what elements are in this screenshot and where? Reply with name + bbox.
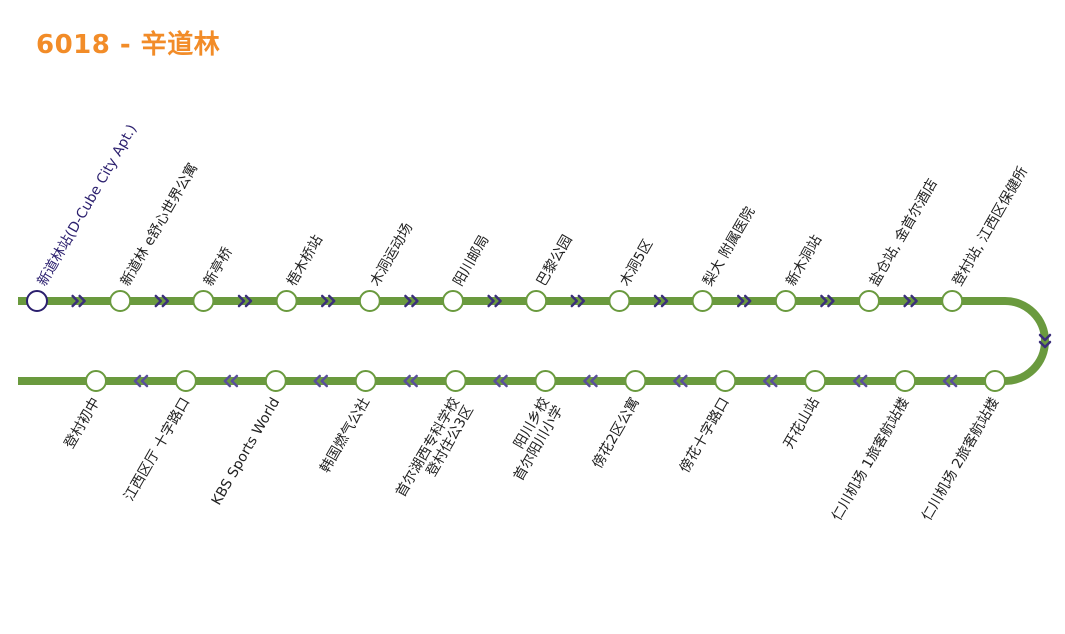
stop-label-outbound: 新亭桥 (200, 244, 236, 289)
direction-arrow-icon (852, 374, 868, 388)
direction-arrow-icon (903, 294, 918, 308)
stop-outbound[interactable] (275, 290, 298, 312)
stop-outbound[interactable] (525, 290, 548, 312)
route-line (18, 297, 1049, 385)
stop-return[interactable] (85, 370, 107, 392)
direction-arrow-icon (736, 294, 752, 308)
stop-outbound[interactable] (858, 290, 880, 312)
direction-arrow-icon (763, 374, 778, 388)
stop-outbound[interactable] (358, 290, 381, 312)
stop-return[interactable] (984, 370, 1006, 392)
stop-return[interactable] (354, 370, 377, 392)
start-stop[interactable] (26, 290, 48, 312)
stop-label-outbound: 木洞运动场 (367, 220, 416, 289)
stop-label-outbound: 登村站, 江西区保健所 (950, 164, 1031, 289)
stop-label-return: 傍花2区公寓 (589, 395, 643, 472)
direction-arrow-icon (154, 294, 170, 308)
stop-outbound[interactable] (774, 290, 797, 312)
direction-arrow-icon (313, 374, 328, 388)
stop-return[interactable] (624, 370, 647, 392)
stop-label-outbound: 巴黎公园 (534, 233, 576, 289)
stop-outbound[interactable] (442, 290, 464, 312)
stop-label-outbound: 新道林 e舒心世界公寓 (117, 160, 201, 289)
stop-return[interactable] (714, 370, 737, 392)
stop-label-return: 开花山站 (781, 395, 823, 451)
stop-label-return: KBS Sports World (209, 395, 284, 508)
direction-arrow-icon (1038, 333, 1052, 349)
stop-outbound[interactable] (691, 290, 714, 312)
stop-return[interactable] (804, 370, 827, 392)
stop-outbound[interactable] (608, 290, 631, 312)
stop-label-return: 登村初中 (61, 395, 104, 452)
direction-arrows (71, 294, 1052, 388)
stop-label-line: 傍花十字路口 (676, 395, 733, 476)
direction-arrow-icon (403, 374, 418, 388)
stop-return[interactable] (264, 370, 287, 392)
stop-label-line: KBS Sports World (209, 395, 284, 508)
stop-label-line: 仁川机场 2旅客航站楼 (918, 395, 1002, 524)
stop-return[interactable] (174, 370, 197, 392)
stop-label-line: 江西区厅 十字路口 (121, 395, 193, 504)
stop-label-line: 仁川机场 1旅客航站楼 (828, 395, 912, 524)
stop-label-return: 韩国燃气公社 (316, 395, 373, 476)
direction-arrow-icon (71, 294, 86, 308)
stop-label-return: 仁川机场 1旅客航站楼 (828, 395, 912, 524)
stop-label-outbound: 梧木桥站 (284, 233, 326, 289)
stop-label-return: 江西区厅 十字路口 (121, 395, 193, 504)
direction-arrow-icon (133, 374, 149, 388)
direction-arrow-icon (570, 294, 586, 308)
stop-return[interactable] (894, 370, 917, 392)
stop-label-outbound: 梨大 附属医院 (700, 204, 758, 289)
direction-arrow-icon (487, 294, 502, 308)
stop-outbound[interactable] (109, 290, 132, 312)
direction-arrow-icon (820, 294, 835, 308)
direction-arrow-icon (942, 374, 958, 388)
stop-label-line: 登村初中 (61, 395, 104, 452)
stop-label-outbound: 新木洞站 (783, 233, 825, 289)
stop-label-line: 韩国燃气公社 (316, 395, 373, 476)
direction-arrow-icon (223, 374, 239, 388)
direction-arrow-icon (673, 374, 688, 388)
page-title: 6018 - 辛道林 (36, 30, 221, 60)
stop-outbound[interactable] (941, 290, 964, 312)
direction-arrow-icon (583, 374, 598, 388)
stop-label-outbound: 新道林站(D-Cube City Apt.) (35, 122, 141, 289)
direction-arrow-icon (320, 294, 336, 308)
stop-return[interactable] (534, 370, 557, 392)
direction-arrow-icon (404, 294, 419, 308)
stop-labels: 新道林站(D-Cube City Apt.)新道林 e舒心世界公寓新亭桥 梧木桥站… (35, 122, 1032, 524)
stop-label-line: 傍花2区公寓 (589, 395, 643, 472)
stop-label-return: 仁川机场 2旅客航站楼 (918, 395, 1002, 524)
direction-arrow-icon (653, 294, 669, 308)
stop-return[interactable] (444, 370, 467, 392)
stop-label-return: 傍花十字路口 (676, 395, 733, 476)
stops (26, 290, 1006, 392)
stop-label-outbound: 盐仓站, 金首尔酒店 (867, 176, 941, 289)
stop-label-outbound: 阳川邮局 (451, 233, 493, 289)
stop-label-line: 开花山站 (781, 395, 823, 451)
stop-outbound[interactable] (192, 290, 215, 312)
stop-label-outbound: 木洞5区 (617, 237, 656, 289)
direction-arrow-icon (237, 294, 253, 308)
direction-arrow-icon (493, 374, 508, 388)
route-lines (18, 297, 1049, 385)
